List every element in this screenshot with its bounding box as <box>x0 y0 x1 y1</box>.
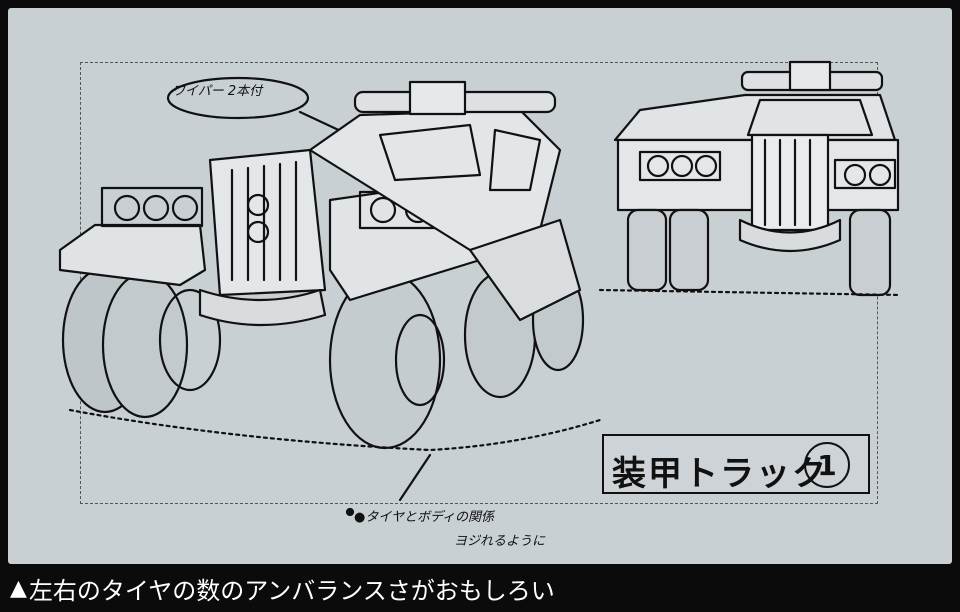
front-view-light-3 <box>694 154 718 178</box>
footer-text: 左右のタイヤの数のアンバランスさがおもしろい <box>28 576 555 605</box>
left-light-1 <box>113 194 141 222</box>
front-view-grille <box>750 133 830 232</box>
wiper-note: ワイパー 2本付 <box>172 84 263 99</box>
hub-left <box>158 288 222 392</box>
sketch-number: 1 <box>804 442 850 488</box>
front-view-left-lights <box>638 150 722 182</box>
front-view-light-5 <box>868 163 892 187</box>
roof-launcher-mount <box>408 80 467 116</box>
bottom-note-bullet <box>345 507 355 517</box>
front-view-grille-bars <box>763 138 812 227</box>
tire-note-line-1: ●タイヤとボディの関係 <box>354 510 495 525</box>
side-hull <box>468 218 582 322</box>
ground-shadow <box>68 408 602 452</box>
windshield <box>378 123 482 182</box>
bottom-leader-line <box>398 453 432 502</box>
right-light-1 <box>369 196 397 224</box>
front-view-launcher-mount <box>788 60 832 92</box>
hub-front-right <box>394 313 446 407</box>
tire-note-line-2: ヨジれるように <box>454 534 546 549</box>
front-view-ground <box>598 288 902 297</box>
triangle-marker: ▲ <box>10 575 27 601</box>
front-view-light-1 <box>646 154 670 178</box>
footer-caption: ▲ 左右のタイヤの数のアンバランスさがおもしろい <box>10 568 950 608</box>
wheel-front-right <box>328 270 442 450</box>
front-view-bumper <box>738 218 842 253</box>
front-view-light-4 <box>843 163 867 187</box>
front-view-light-2 <box>670 154 694 178</box>
radiation-symbol-bottom <box>246 220 270 244</box>
front-view-wheel-2 <box>668 208 710 292</box>
front-view-wheel-3 <box>848 208 892 297</box>
wheel-mid-left <box>101 271 189 419</box>
left-light-bar <box>100 186 204 228</box>
radiation-symbol-top <box>246 193 270 217</box>
side-window <box>488 128 542 192</box>
front-view-windshield <box>746 98 874 137</box>
front-bumper <box>198 288 327 327</box>
front-view-wheel-1 <box>626 208 668 292</box>
note-balloon <box>166 76 310 120</box>
front-grille-panel <box>208 148 327 297</box>
left-light-2 <box>142 194 170 222</box>
sketch-title: 装甲トラック <box>612 454 828 494</box>
left-fender <box>58 223 207 287</box>
left-light-3 <box>171 194 199 222</box>
front-view-right-lights <box>833 158 897 190</box>
